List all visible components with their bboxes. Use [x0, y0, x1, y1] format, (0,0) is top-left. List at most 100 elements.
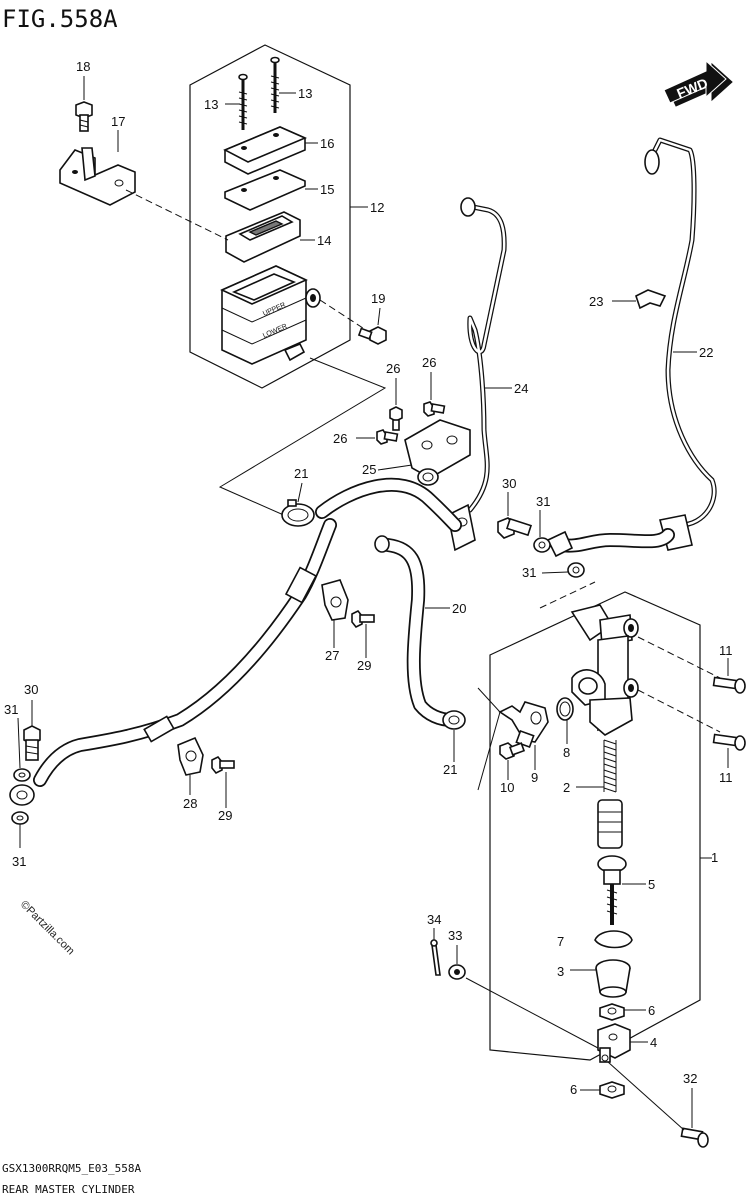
nut-6-upper — [599, 1003, 625, 1021]
callout-label: 33 — [448, 928, 462, 943]
circlip — [594, 930, 633, 949]
callout-label: 23 — [589, 294, 603, 309]
callout-label: 5 — [648, 877, 655, 892]
callout-label: 13 — [298, 86, 312, 101]
callout-label: 34 — [427, 912, 441, 927]
hose-bracket-25 — [404, 419, 471, 486]
callout-label: 13 — [204, 97, 218, 112]
reservoir-body: UPPER LOWER — [220, 265, 321, 365]
callout-label: 12 — [370, 200, 384, 215]
callout-label: 30 — [24, 682, 38, 697]
callout-label: 26 — [333, 431, 347, 446]
figure-caption: REAR MASTER CYLINDER — [2, 1183, 135, 1196]
clevis-pin — [680, 1127, 709, 1148]
callout-label: 29 — [357, 658, 371, 673]
brake-hose-main — [9, 518, 337, 806]
callout-label: 24 — [514, 381, 528, 396]
bolt-19 — [357, 326, 387, 345]
callout-label: 2 — [563, 780, 570, 795]
watermark: ©Partzilla.com — [18, 899, 77, 958]
washer-31-right-top — [533, 537, 551, 553]
nut-6-lower — [599, 1081, 625, 1099]
callout-label: 3 — [557, 964, 564, 979]
piston — [597, 799, 623, 849]
bolt-11-top — [712, 676, 746, 694]
bolt-10 — [499, 742, 526, 760]
callout-label: 28 — [183, 796, 197, 811]
washer-31-right-bottom — [567, 562, 585, 578]
callout-label: 10 — [500, 780, 514, 795]
reservoir-bracket — [59, 147, 136, 206]
callout-label: 20 — [452, 601, 466, 616]
master-cylinder-frame — [489, 591, 701, 1061]
callout-label: 22 — [699, 345, 713, 360]
callout-label: 16 — [320, 136, 334, 151]
callout-label: 14 — [317, 233, 331, 248]
hose-clamp-27 — [321, 579, 349, 621]
reservoir-diaphragm — [225, 211, 301, 263]
callout-label: 30 — [502, 476, 516, 491]
callout-label: 11 — [719, 770, 733, 785]
reservoir-hose-20 — [315, 477, 462, 727]
brake-hose-mc — [546, 528, 675, 558]
bolt-29-bottom — [211, 755, 235, 775]
bolt-26-top — [389, 406, 403, 431]
return-spring — [603, 739, 617, 793]
callout-label: 8 — [563, 745, 570, 760]
callout-label: 31 — [522, 565, 536, 580]
washer-31-left-top — [13, 768, 31, 782]
reservoir-plate — [224, 169, 306, 211]
footer-code: GSX1300RRQM5_E03_558A — [2, 1162, 141, 1175]
callout-label: 11 — [719, 643, 733, 658]
cotter-pin — [430, 939, 441, 976]
callout-label: 15 — [320, 182, 334, 197]
union-bolt-30-right — [497, 517, 533, 539]
hose-clamp-21-top — [281, 499, 315, 527]
callout-label: 27 — [325, 648, 339, 663]
figure-title: FIG.558A — [2, 5, 118, 33]
callout-label: 21 — [294, 466, 308, 481]
bolt-11-bottom — [712, 733, 746, 751]
callout-label: 9 — [531, 770, 538, 785]
pushrod — [597, 855, 627, 925]
bolt-29-top — [351, 609, 375, 629]
callout-label: 32 — [683, 1071, 697, 1086]
screw-13-right — [270, 56, 280, 113]
callout-label: 18 — [76, 59, 90, 74]
callout-label: 26 — [386, 361, 400, 376]
callout-label: 6 — [570, 1082, 577, 1097]
hose-clamp-21-bottom — [442, 710, 466, 730]
callout-label: 29 — [218, 808, 232, 823]
callout-label: 1 — [711, 850, 718, 865]
bolt-26-left — [376, 429, 399, 445]
hose-connector-9 — [498, 701, 549, 749]
bolt-26-right — [423, 401, 446, 417]
callout-label: 4 — [650, 1035, 657, 1050]
callout-label: 31 — [4, 702, 18, 717]
callout-label: 25 — [362, 462, 376, 477]
dust-boot — [595, 959, 631, 998]
washer-33 — [448, 964, 466, 980]
callout-label: 31 — [536, 494, 550, 509]
bolt-18 — [75, 101, 93, 132]
washer-31-left-bottom — [11, 811, 29, 825]
union-bolt-30-left — [23, 725, 41, 761]
callout-label: 31 — [12, 854, 26, 869]
callout-label: 21 — [443, 762, 457, 777]
clevis-joint — [597, 1023, 631, 1063]
callout-label: 17 — [111, 114, 125, 129]
screw-13-left — [238, 73, 248, 130]
line-clip-23 — [635, 289, 667, 310]
reservoir-group-frame — [189, 44, 351, 389]
callout-label: 19 — [371, 291, 385, 306]
callout-label: 7 — [557, 934, 564, 949]
reservoir-cap — [223, 126, 308, 175]
master-cylinder-body — [570, 604, 639, 736]
callout-label: 6 — [648, 1003, 655, 1018]
o-ring-8 — [556, 697, 574, 721]
callout-label: 26 — [422, 355, 436, 370]
hose-clamp-28 — [177, 736, 204, 776]
fwd-arrow-icon: FWD — [663, 59, 733, 107]
